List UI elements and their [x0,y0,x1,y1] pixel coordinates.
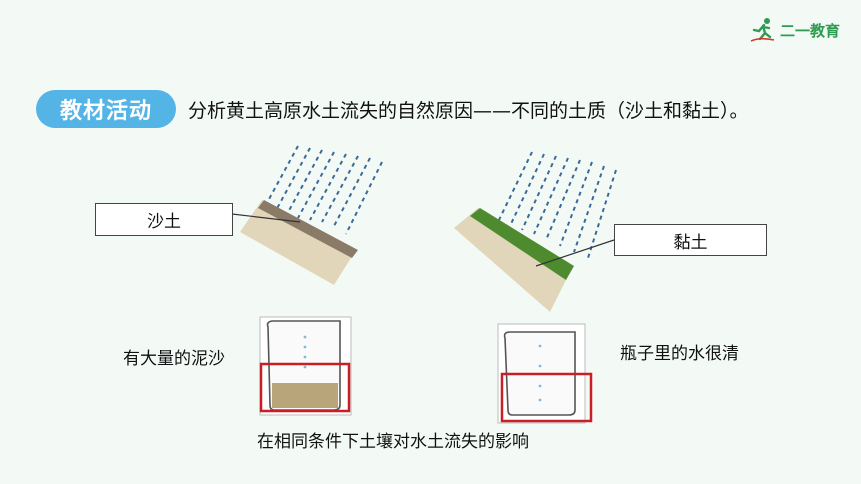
beaker-clay [497,323,593,424]
rain-clay [497,151,617,259]
sediment [272,383,338,408]
sand-soil-block [240,200,356,285]
brand-name: 二一教育 [780,21,841,40]
sand-label: 沙土 [95,203,233,236]
highlight-box-clay [500,372,593,423]
clay-slope [454,151,617,312]
brand-logo[interactable]: 二一教育 [750,14,850,46]
sand-pointer [231,213,301,223]
clay-beaker-caption: 瓶子里的水很清 [620,344,739,364]
sand-slope [231,145,383,285]
highlight-box-sand [259,362,351,413]
sand-beaker-caption: 有大量的泥沙 [123,349,225,369]
beaker-sand [259,316,352,416]
runner-icon [750,18,775,42]
page-title: 分析黄土高原水土流失的自然原因——不同的土质（沙土和黏土）。 [188,100,749,122]
clay-soil-block [454,208,572,312]
sand-surface-layer [258,200,358,258]
rain-sand [261,145,383,235]
experiment-footer: 在相同条件下土壤对水土流失的影响 [257,432,529,452]
clay-label: 黏土 [614,224,767,256]
activity-badge: 教材活动 [36,90,176,128]
clay-pointer [535,239,615,267]
